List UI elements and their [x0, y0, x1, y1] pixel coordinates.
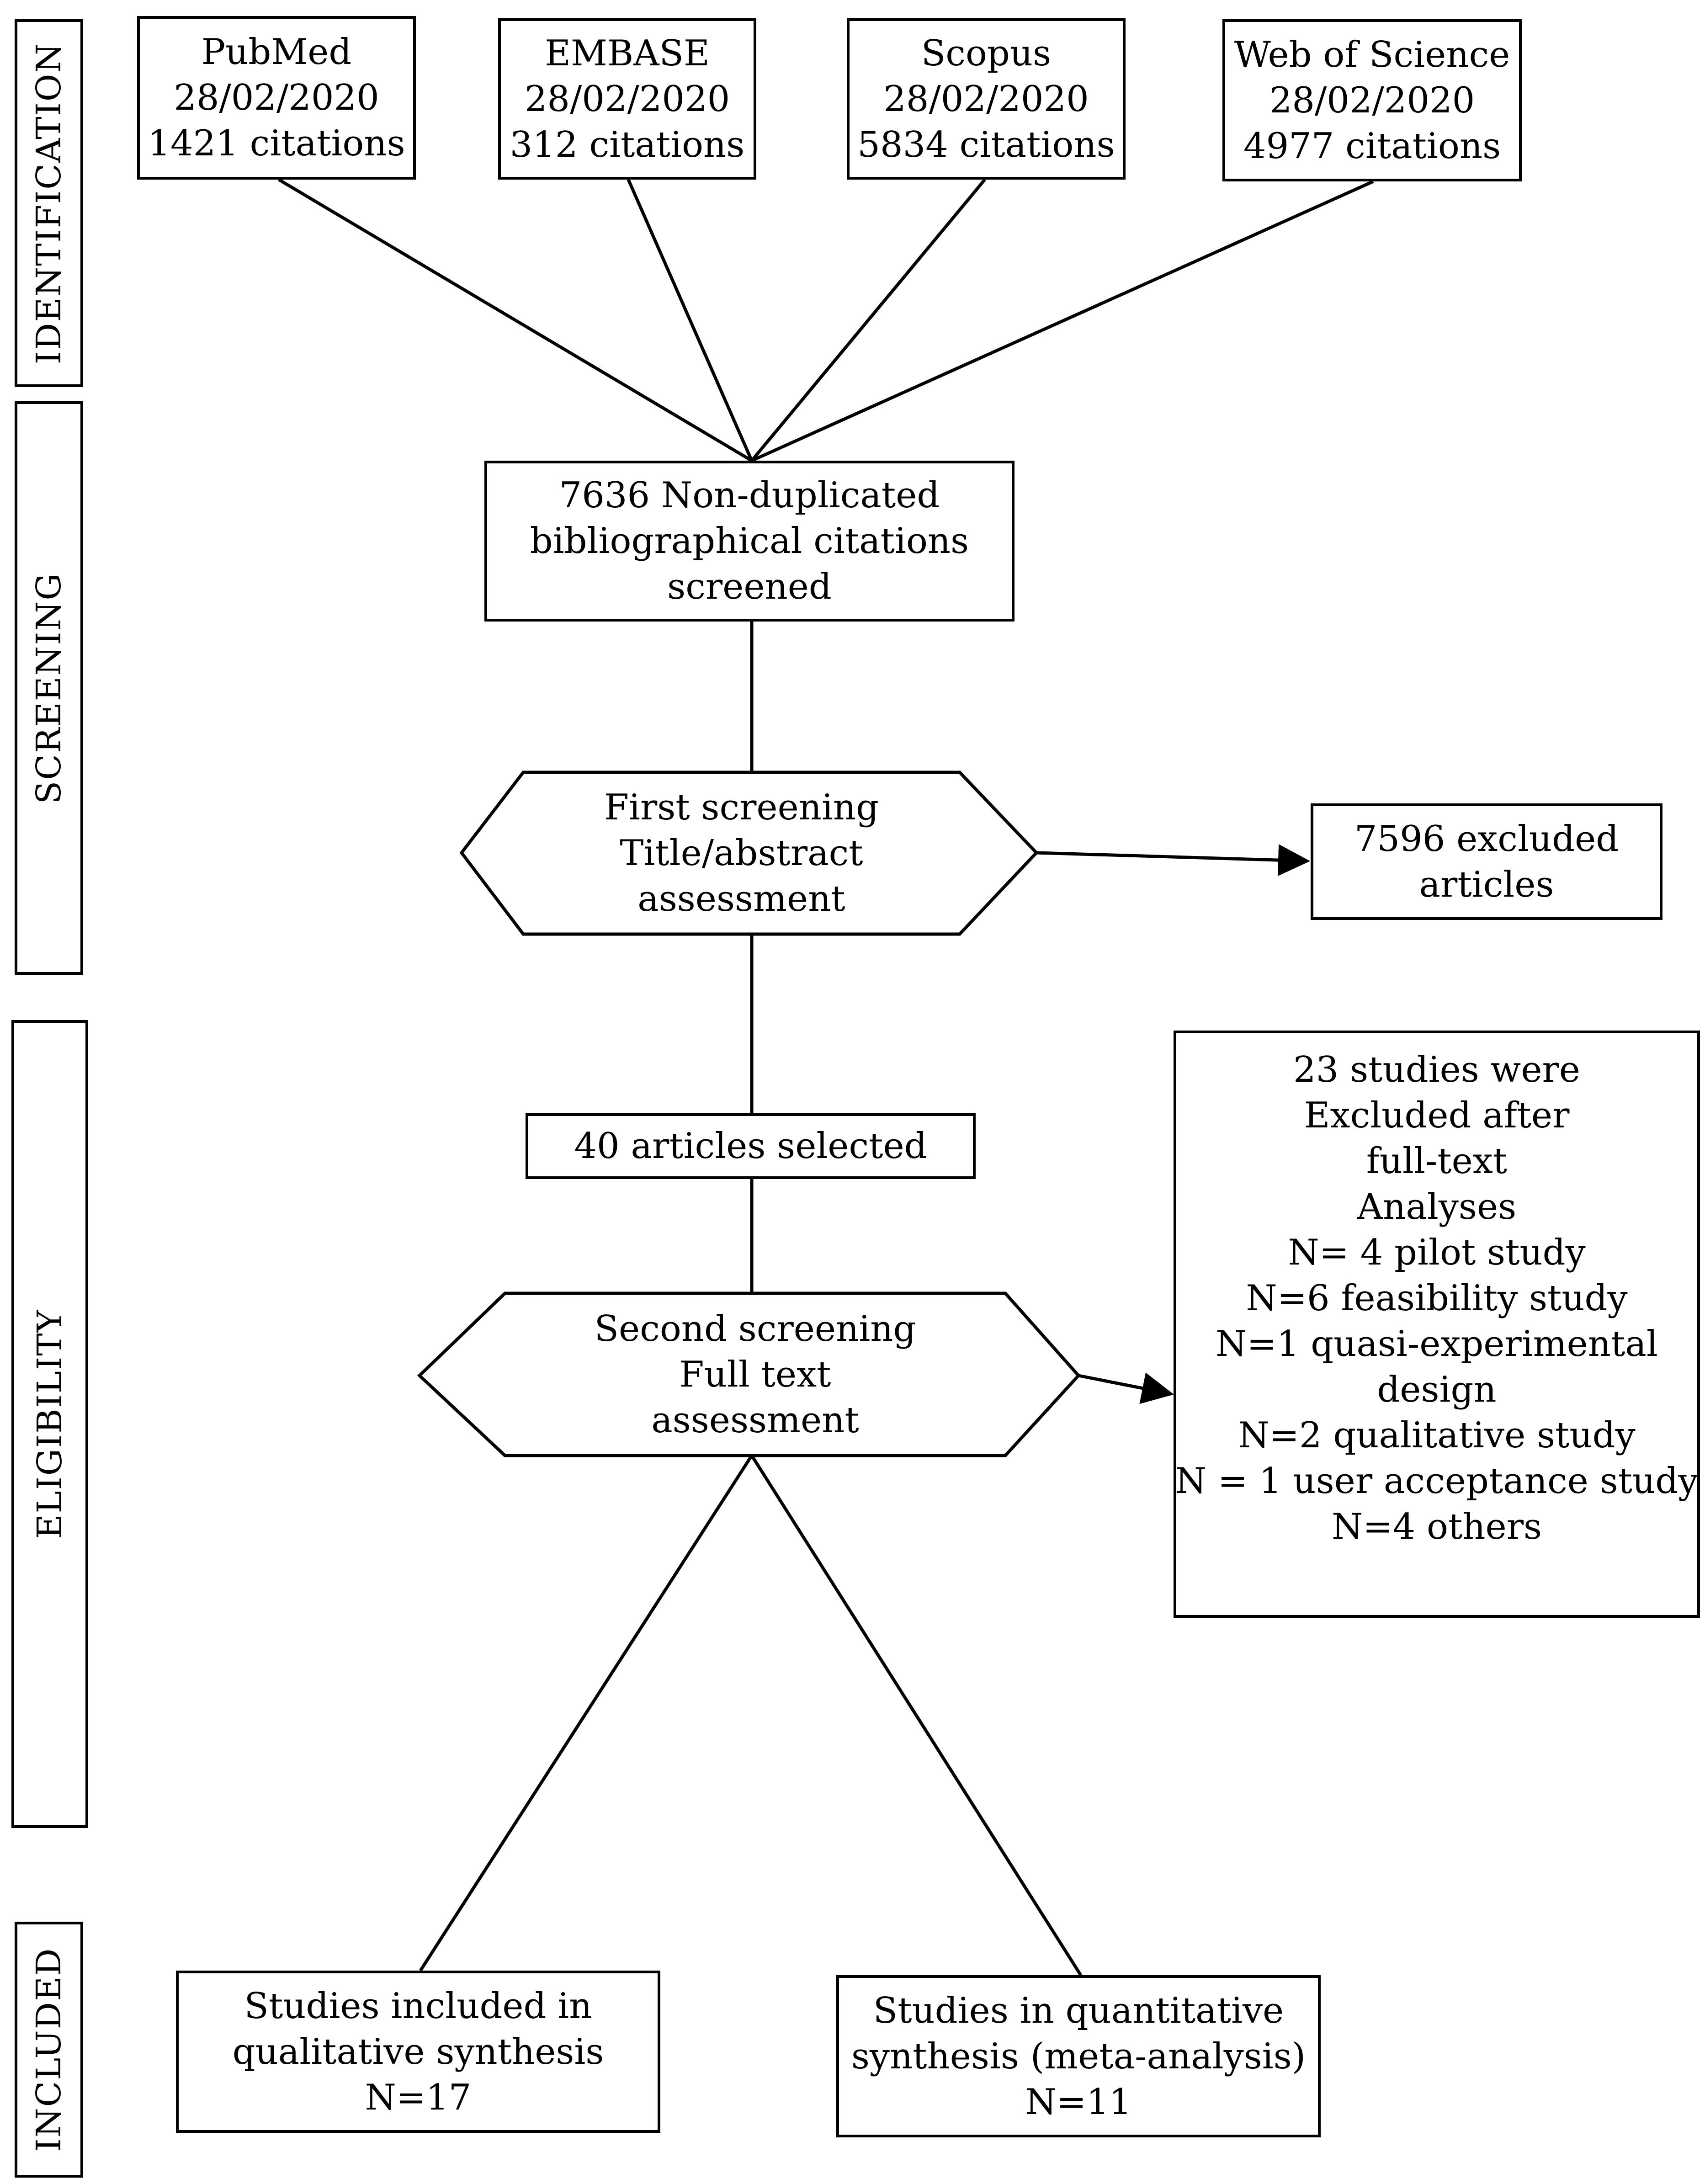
- first-screening-label: First screening Title/abstract assessmen…: [523, 772, 960, 934]
- source-count: 4977 citations: [1243, 125, 1501, 167]
- source-name: PubMed: [201, 32, 352, 73]
- source-box-embase: EMBASE 28/02/2020 312 citations: [498, 18, 756, 180]
- excluded-second-line-5: N= 4 pilot study: [1288, 1232, 1586, 1273]
- phase-identification-label: IDENTIFICATION: [29, 42, 69, 364]
- quantitative-line-2: synthesis (meta-analysis): [851, 2035, 1306, 2077]
- second-screening-label: Second screening Full text assessment: [505, 1293, 1005, 1456]
- excluded-second-line-8: design: [1377, 1369, 1497, 1410]
- source-count: 1421 citations: [148, 123, 405, 164]
- phase-included-label: INCLUDED: [29, 1947, 69, 2152]
- phase-eligibility-label: ELIGIBILITY: [30, 1309, 69, 1539]
- source-count: 5834 citations: [857, 124, 1115, 165]
- nonduplicated-line-2: bibliographical citations: [530, 521, 969, 562]
- excluded-second-line-3: full-text: [1366, 1141, 1508, 1182]
- selected-articles-box: 40 articles selected: [526, 1113, 976, 1179]
- phase-screening: SCREENING: [15, 401, 83, 975]
- phase-included: INCLUDED: [15, 1922, 83, 2178]
- arrow-second-to-excluded: [1078, 1372, 1174, 1404]
- source-date: 28/02/2020: [1269, 80, 1475, 121]
- second-screening-line-1: Second screening: [594, 1308, 916, 1350]
- excluded-second-line-11: N=4 others: [1331, 1506, 1542, 1547]
- first-screening-line-3: assessment: [637, 878, 845, 919]
- connector-scopus: [750, 178, 986, 462]
- source-date: 28/02/2020: [524, 78, 730, 120]
- second-screening-line-2: Full text: [679, 1354, 831, 1395]
- nonduplicated-line-1: 7636 Non-duplicated: [559, 475, 940, 516]
- quantitative-line-3: N=11: [1025, 2081, 1132, 2123]
- quantitative-line-1: Studies in quantitative: [873, 1990, 1284, 2031]
- excluded-first-line-1: 7596 excluded: [1354, 818, 1619, 860]
- connector-wos: [751, 180, 1374, 462]
- first-screening-line-1: First screening: [604, 787, 879, 828]
- arrow-first-to-excluded: [1036, 844, 1310, 877]
- qualitative-line-2: qualitative synthesis: [232, 2031, 604, 2072]
- excluded-second-line-9: N=2 qualitative study: [1238, 1415, 1636, 1456]
- source-box-pubmed: PubMed 28/02/2020 1421 citations: [137, 16, 416, 180]
- source-box-scopus: Scopus 28/02/2020 5834 citations: [847, 18, 1126, 180]
- excluded-second-line-6: N=6 feasibility study: [1246, 1278, 1628, 1319]
- second-screening-hexagon: [417, 1291, 1081, 1457]
- excluded-second-line-7: N=1 quasi-experimental: [1216, 1323, 1658, 1365]
- source-date: 28/02/2020: [883, 78, 1089, 120]
- connector-second-to-quantitative: [750, 1455, 1082, 1976]
- selected-articles-text: 40 articles selected: [574, 1126, 927, 1167]
- excluded-full-text-box: 23 studies were Excluded after full-text…: [1174, 1031, 1700, 1618]
- first-screening-hexagon: [459, 771, 1039, 936]
- qualitative-line-1: Studies included in: [244, 1985, 592, 2027]
- connector-second-to-qualitative: [419, 1455, 753, 1971]
- phase-screening-label: SCREENING: [29, 572, 69, 804]
- source-count: 312 citations: [510, 124, 745, 165]
- connector-embase: [627, 179, 754, 462]
- phase-identification: IDENTIFICATION: [15, 19, 83, 387]
- nonduplicated-line-3: screened: [667, 566, 832, 607]
- qualitative-synthesis-box: Studies included in qualitative synthesi…: [176, 1971, 660, 2133]
- source-name: Scopus: [921, 32, 1052, 74]
- quantitative-synthesis-box: Studies in quantitative synthesis (meta-…: [836, 1975, 1321, 2137]
- excluded-articles-box: 7596 excluded articles: [1311, 803, 1663, 920]
- qualitative-line-3: N=17: [365, 2077, 472, 2118]
- excluded-second-line-4: Analyses: [1357, 1186, 1517, 1228]
- excluded-second-line-10: N = 1 user acceptance study: [1175, 1461, 1699, 1502]
- source-box-web-of-science: Web of Science 28/02/2020 4977 citations: [1222, 19, 1522, 181]
- phase-eligibility: ELIGIBILITY: [11, 1020, 88, 1828]
- excluded-first-line-2: articles: [1419, 864, 1554, 905]
- source-name: Web of Science: [1234, 34, 1510, 75]
- second-screening-line-3: assessment: [651, 1399, 859, 1441]
- excluded-second-line-2: Excluded after: [1304, 1095, 1570, 1136]
- source-name: EMBASE: [545, 32, 710, 74]
- excluded-second-line-1: 23 studies were: [1293, 1049, 1580, 1090]
- nonduplicated-box: 7636 Non-duplicated bibliographical cita…: [484, 461, 1015, 622]
- connector-pubmed: [278, 178, 753, 462]
- source-date: 28/02/2020: [174, 77, 379, 118]
- first-screening-line-2: Title/abstract: [620, 833, 863, 874]
